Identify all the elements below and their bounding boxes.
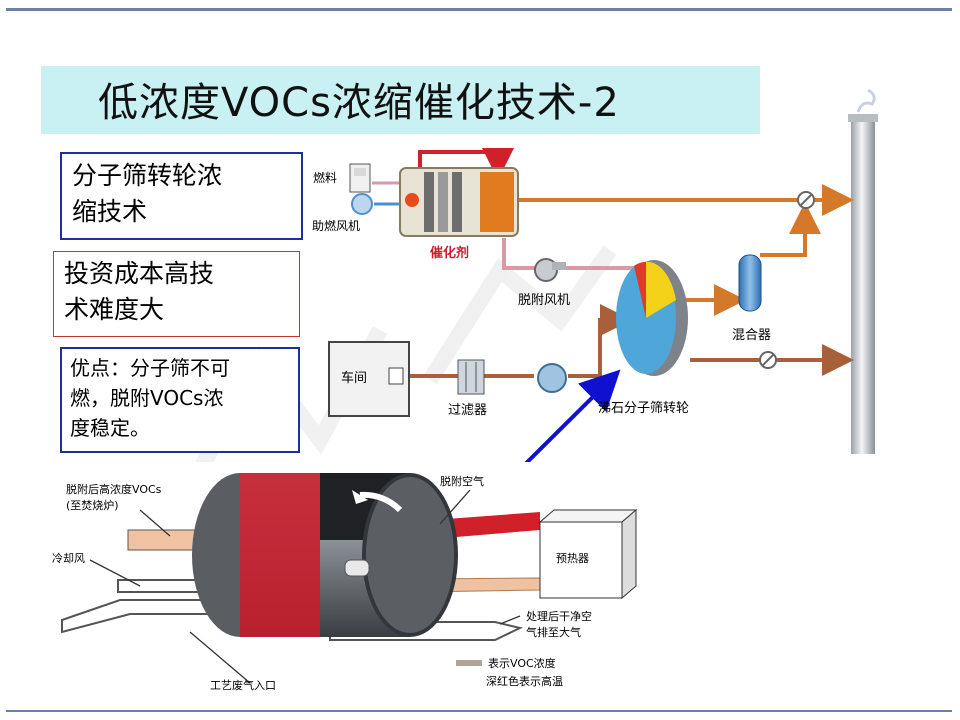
- text-box-technology: 分子筛转轮浓 缩技术: [60, 152, 303, 240]
- text-box-advantages: 优点：分子筛不可 燃，脱附VOCs浓 度稳定。: [60, 347, 300, 453]
- slide-frame: [6, 8, 952, 712]
- text-line: 燃，脱附VOCs浓: [70, 386, 224, 410]
- valve-icon: [759, 351, 777, 369]
- label-filter: 过滤器: [448, 403, 487, 418]
- page-title: 低浓度VOCs浓缩催化技术-2: [98, 80, 620, 126]
- filter-icon: [457, 359, 485, 395]
- label-zeolite-wheel: 沸石分子筛转轮: [598, 401, 689, 416]
- label-burner-fan: 助燃风机: [312, 218, 360, 233]
- catalytic-reactor: [399, 167, 519, 237]
- label-fuel: 燃料: [313, 170, 337, 185]
- label-desorbed-2: (至焚烧炉): [66, 499, 119, 512]
- burner-fan-icon: [351, 193, 373, 215]
- label-cooling-air: 冷却风: [52, 552, 85, 565]
- text-line: 分子筛转轮浓: [72, 161, 223, 190]
- legend-swatch: [456, 660, 482, 666]
- label-preheater: 预热器: [556, 552, 589, 565]
- label-clean-1: 处理后干净空: [526, 609, 592, 623]
- valve-icon: [797, 191, 815, 209]
- rotor-drum: [192, 473, 458, 637]
- label-clean-2: 气排至大气: [526, 625, 581, 639]
- text-line: 缩技术: [72, 197, 148, 226]
- zeolite-wheel-icon: [616, 260, 688, 376]
- preheater-box: [538, 508, 638, 600]
- label-desorption-fan: 脱附风机: [518, 293, 570, 308]
- text-line: 投资成本高技: [64, 259, 215, 288]
- title-bar: [41, 66, 760, 134]
- fuel-tank-icon: [349, 163, 371, 193]
- chimney: [848, 88, 878, 454]
- workshop-box: [328, 341, 410, 417]
- label-catalyst: 催化剂: [430, 245, 469, 261]
- main-fan-icon: [537, 363, 567, 393]
- text-line: 优点：分子筛不可: [70, 356, 230, 380]
- text-box-cost: 投资成本高技 术难度大: [53, 251, 300, 337]
- label-workshop: 车间: [341, 370, 367, 386]
- text-line: 术难度大: [64, 295, 165, 324]
- label-mixer: 混合器: [732, 328, 771, 343]
- text-line: 度稳定。: [70, 416, 150, 440]
- label-process-inlet: 工艺废气入口: [210, 678, 276, 692]
- label-desorption-air: 脱附空气: [440, 474, 484, 488]
- label-legend-2: 深红色表示高温: [486, 674, 563, 688]
- callout-lines: [89, 489, 521, 684]
- label-legend-1: 表示VOC浓度: [488, 656, 556, 670]
- mixer-icon: [738, 254, 762, 312]
- pipes: [372, 148, 854, 378]
- label-desorbed-1: 脱附后高浓度VOCs: [66, 482, 162, 496]
- desorption-fan-icon: [534, 258, 566, 282]
